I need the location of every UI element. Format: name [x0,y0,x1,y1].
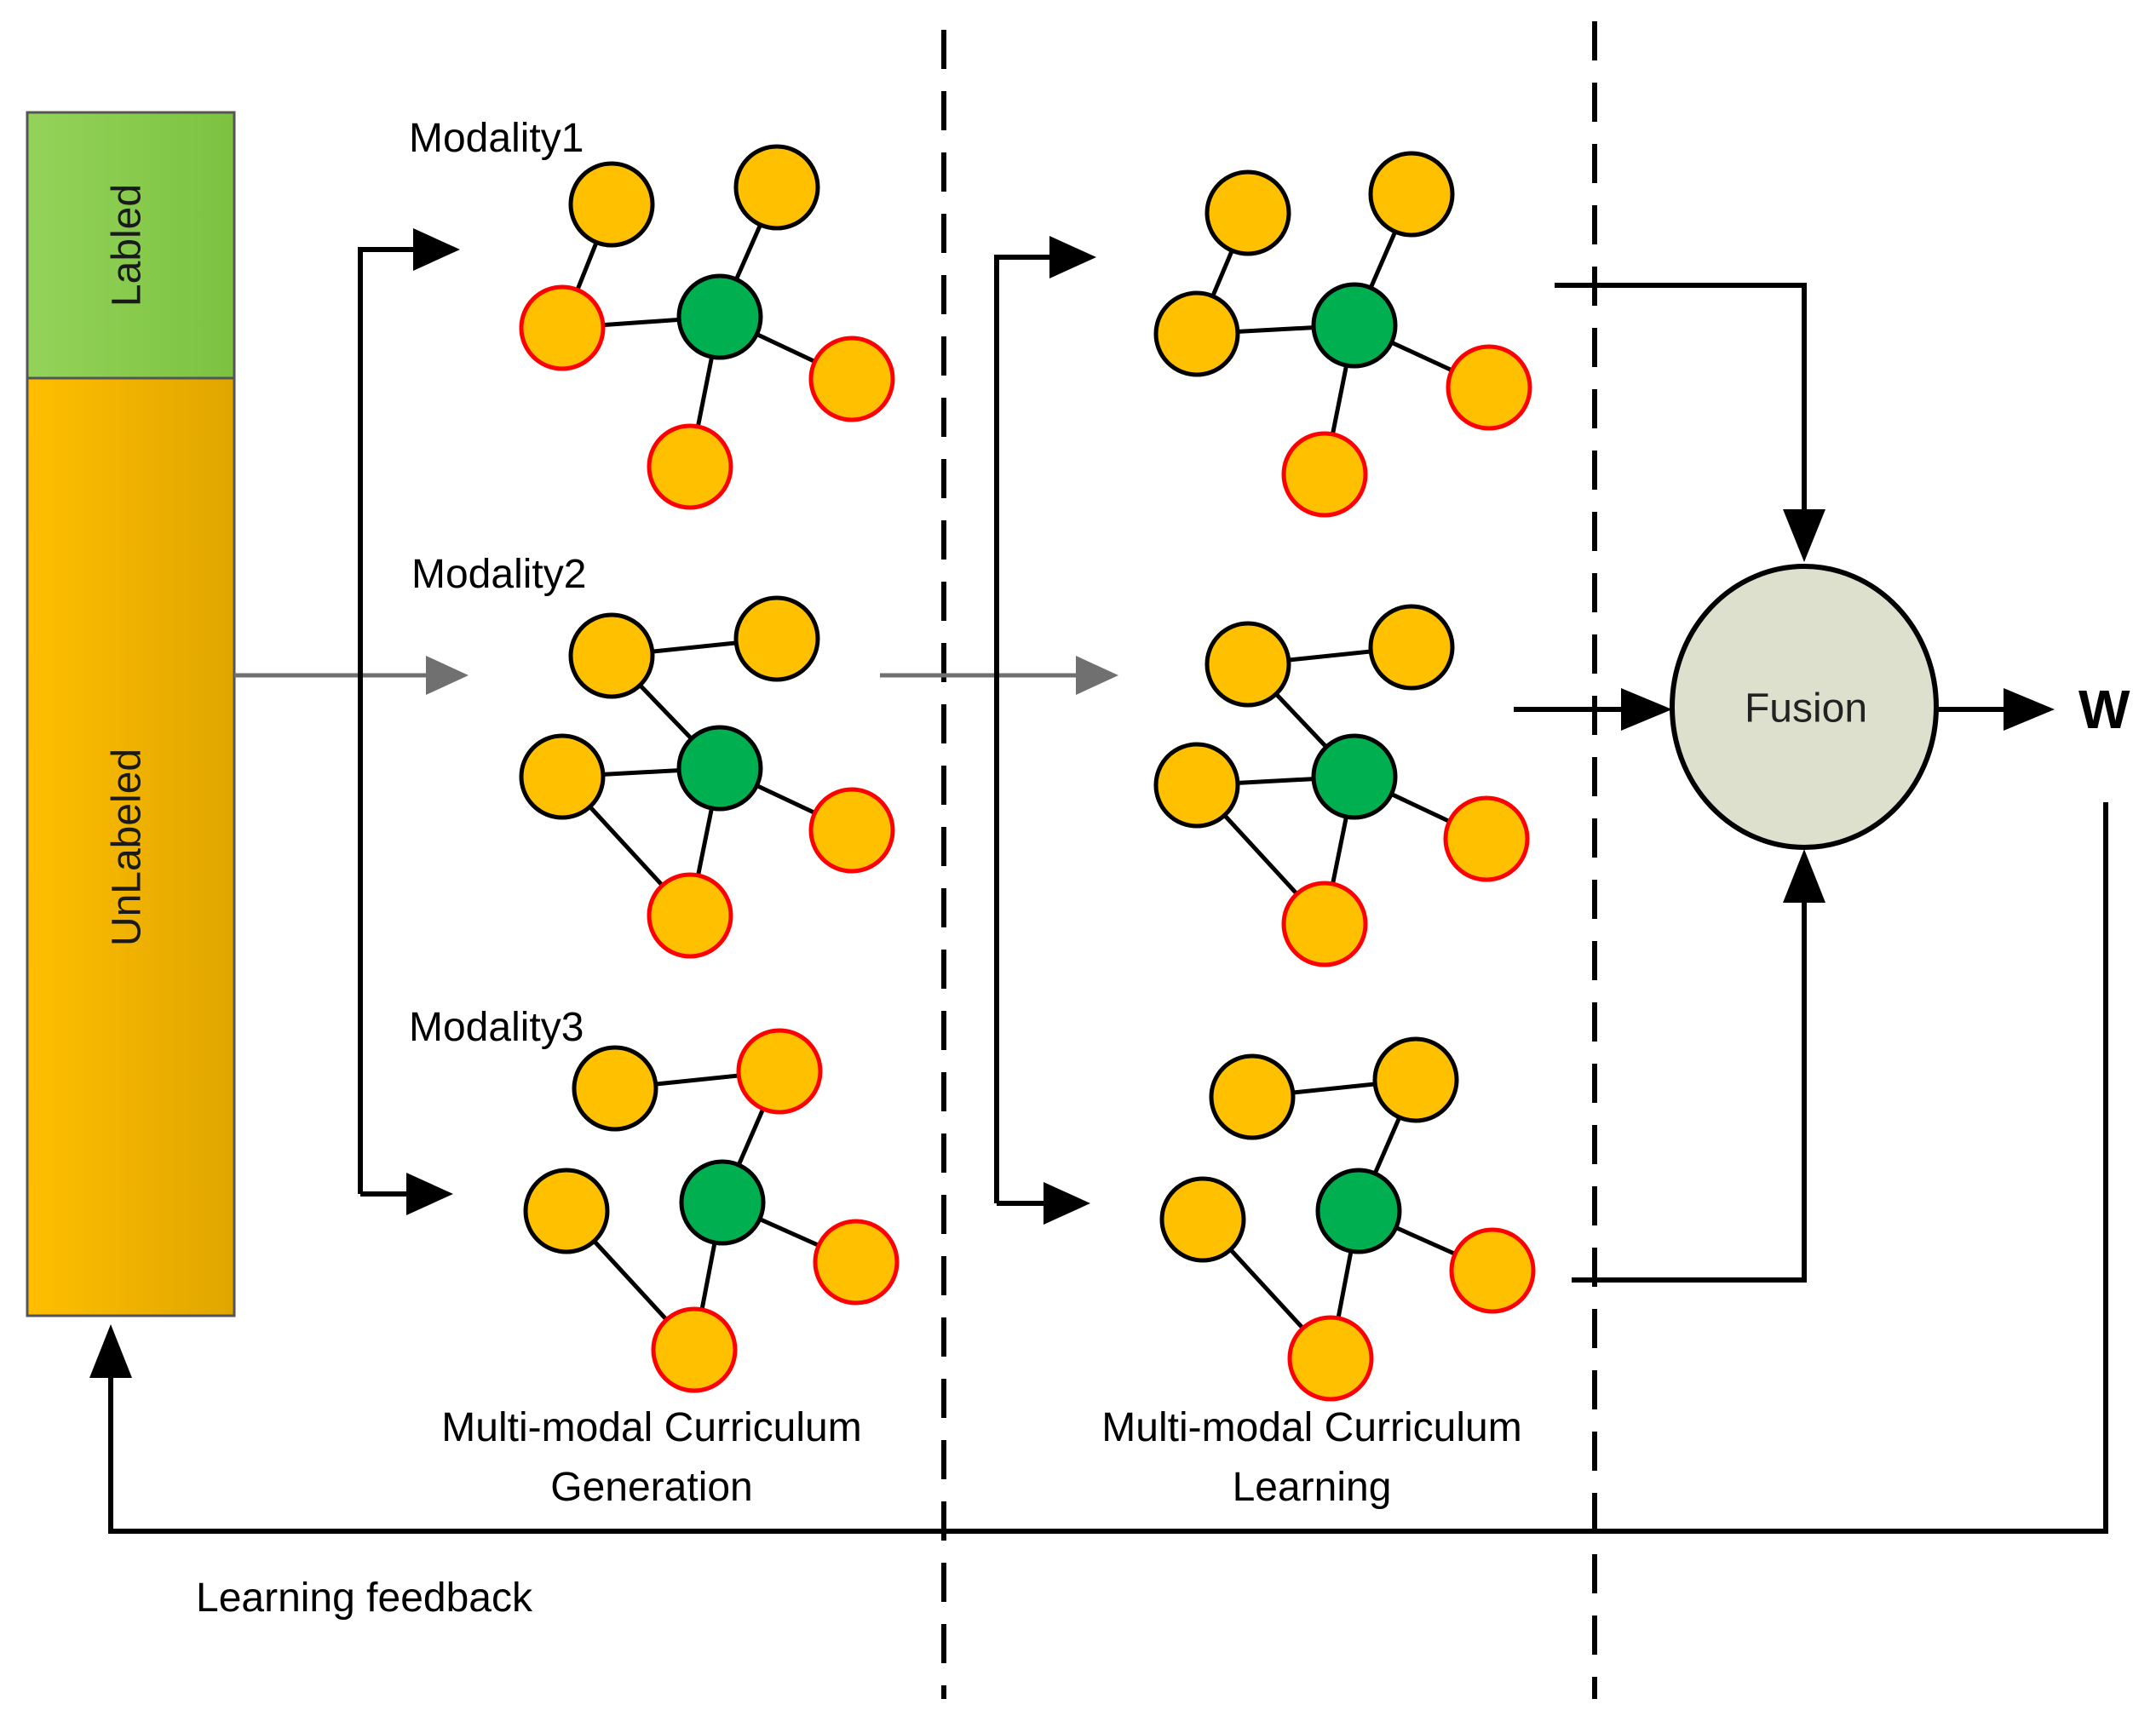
output-label: W [2078,679,2130,740]
graph-node [1153,742,1240,829]
graph-node [1372,1036,1459,1123]
graph-hard-node [1281,881,1368,967]
modality3-label: Modality3 [409,1005,584,1050]
graph-node [1204,169,1291,256]
modality-graphs [519,144,1536,1402]
graph-center-node [1315,1168,1402,1254]
graph-hard-node [651,1306,738,1393]
unlabeled-segment [26,376,236,1317]
graph-hard-node [813,1219,900,1306]
graph-hard-node [647,872,733,959]
learning-caption-line1: Multi-modal Curriculum [1101,1405,1521,1450]
gen-modality2-graph [519,595,895,959]
fusion-label: Fusion [1745,686,1867,732]
graph-center-node [1311,282,1398,369]
graph-node [1159,1176,1246,1263]
gen-modality1-graph [519,144,895,510]
fusion-input-arrows [1514,283,1825,1283]
generation-input-arrows [234,228,469,1215]
graph-node [568,161,655,248]
graph-center-node [676,273,763,360]
generation-caption-line1: Multi-modal Curriculum [441,1405,861,1450]
graph-hard-node [1287,1315,1374,1402]
learn-modality2-graph [1153,604,1530,967]
graph-hard-node [736,1028,823,1115]
learn-modality3-graph [1159,1036,1536,1402]
data-bar: Labled UnLabeled [26,111,236,1317]
graph-node [572,1045,658,1132]
learn-modality1-graph [1153,151,1532,518]
learning-caption-line2: Learning [1233,1465,1392,1510]
graph-node [568,612,655,699]
labeled-label: Labled [105,184,150,307]
graph-hard-node [1443,795,1530,882]
generation-caption-line2: Generation [550,1465,753,1510]
graph-center-node [1311,733,1398,820]
graph-hard-node [808,787,895,874]
feedback-label: Learning feedback [196,1575,533,1621]
graph-node [1368,604,1455,691]
graph-hard-node [1449,1227,1536,1314]
graph-hard-node [647,423,733,510]
graph-center-node [676,725,763,812]
fusion-block: Fusion W [1670,564,2130,850]
learning-input-arrows [880,236,1118,1225]
graph-node [1153,290,1240,377]
graph-node [733,595,820,682]
graph-hard-node [519,284,606,371]
graph-node [1204,621,1291,708]
graph-node [733,144,820,231]
graph-node [519,733,606,820]
graph-hard-node [1446,344,1532,431]
gen-modality3-graph [523,1028,900,1393]
modality1-label: Modality1 [409,116,584,161]
graph-node [523,1168,610,1254]
modality2-label: Modality2 [411,552,586,597]
graph-node [1209,1053,1296,1140]
labeled-segment [26,111,236,380]
graph-node [1368,151,1455,238]
unlabeled-label: UnLabeled [105,749,150,946]
graph-center-node [679,1159,766,1246]
feedback-loop: Learning feedback [89,802,2108,1621]
graph-hard-node [808,336,895,422]
graph-hard-node [1281,431,1368,518]
